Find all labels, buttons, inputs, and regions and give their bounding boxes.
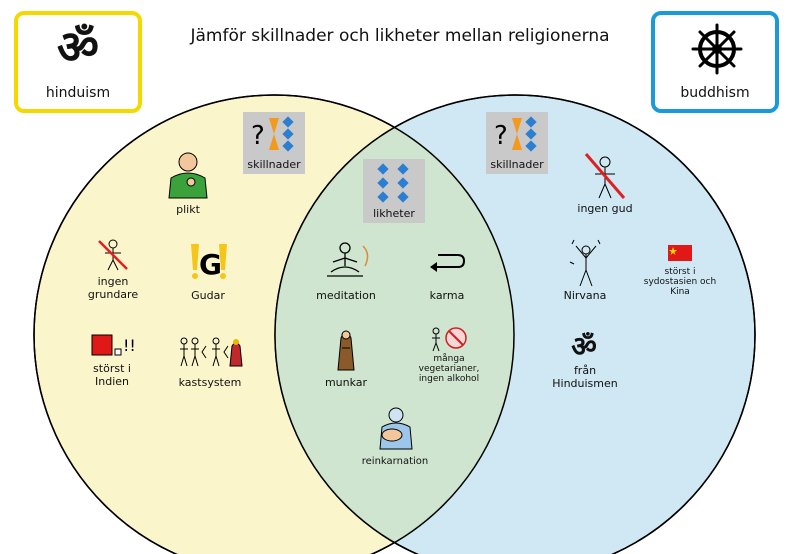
gudar-label: Gudar <box>191 289 225 302</box>
skillnader-tag-buddhism: ? skillnader <box>486 112 548 174</box>
svg-text:!!: !! <box>123 336 135 355</box>
duty-person-icon <box>168 152 208 199</box>
page-title: Jämför skillnader och likheter mellan re… <box>190 26 610 46</box>
fran-hinduismen-label: från Hinduismen <box>552 364 618 390</box>
vegetarianer-label: många vegetarianer, ingen alkohol <box>418 354 480 384</box>
storst-asien-label: störst i sydostasien och Kina <box>643 267 717 297</box>
om-icon: ॐ <box>57 20 99 74</box>
skillnader-tag-hinduism: ? skillnader <box>243 112 305 174</box>
likheter-tag: likheter <box>363 159 425 223</box>
monk-icon <box>337 330 355 371</box>
karma-arrow-icon <box>430 254 466 272</box>
no-god-icon <box>584 153 626 199</box>
ingen-grundare-label: ingen grundare <box>87 275 139 301</box>
gods-icon: G <box>191 244 227 281</box>
nirvana-label: Nirvana <box>563 289 607 302</box>
svg-text:G: G <box>199 248 222 281</box>
om-small-icon: ॐ <box>571 330 597 363</box>
dharma-wheel-icon <box>691 23 743 75</box>
compare-icon: ? <box>251 116 294 152</box>
svg-text:?: ? <box>494 121 508 151</box>
karma-label: karma <box>429 289 465 302</box>
kastsystem-label: kastsystem <box>178 376 242 389</box>
hinduism-box: ॐ hinduism <box>14 11 142 113</box>
no-founder-icon <box>98 239 128 271</box>
meditation-icon <box>327 242 369 277</box>
ingen-gud-label: ingen gud <box>577 202 633 215</box>
svg-text:?: ? <box>251 121 265 151</box>
similar-icon <box>377 163 409 203</box>
storst-indien-label: störst i Indien <box>93 362 131 388</box>
munkar-label: munkar <box>324 376 368 389</box>
nirvana-icon <box>569 239 601 287</box>
plikt-label: plikt <box>176 203 200 216</box>
reinkarnation-label: reinkarnation <box>361 456 429 467</box>
buddhism-box: buddhism <box>651 11 779 113</box>
caste-system-icon <box>180 337 243 367</box>
vegetarian-icon <box>432 327 467 352</box>
compare-icon: ? <box>494 116 537 152</box>
meditation-label: meditation <box>316 289 376 302</box>
reincarnation-icon <box>379 407 413 450</box>
china-flag-icon <box>668 245 692 261</box>
biggest-icon: !! <box>91 334 135 356</box>
hinduism-label: hinduism <box>45 85 111 101</box>
buddhism-label: buddhism <box>680 85 750 101</box>
